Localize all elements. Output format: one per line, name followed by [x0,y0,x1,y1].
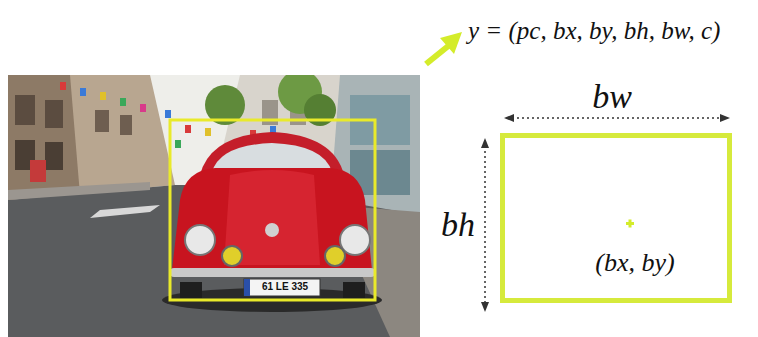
center-label: (bx, by) [595,250,674,276]
arrowhead [504,114,514,122]
width-dimension [512,117,722,119]
pointer-arrowhead [440,32,462,54]
center-mark [626,220,634,228]
formula: y = (pc, bx, by, bh, bw, c) [468,18,720,43]
arrowhead [481,138,489,148]
plate-text: 61 LE 335 [262,282,308,292]
bounding-box: (bx, by) [500,133,732,303]
red-car [162,132,382,312]
car-photo [8,75,420,337]
arrowhead [481,302,489,312]
height-dimension [484,146,486,304]
arrowhead [720,114,730,122]
bounding-box [170,120,375,300]
height-label: bh [441,208,475,242]
width-label: bw [592,80,632,114]
